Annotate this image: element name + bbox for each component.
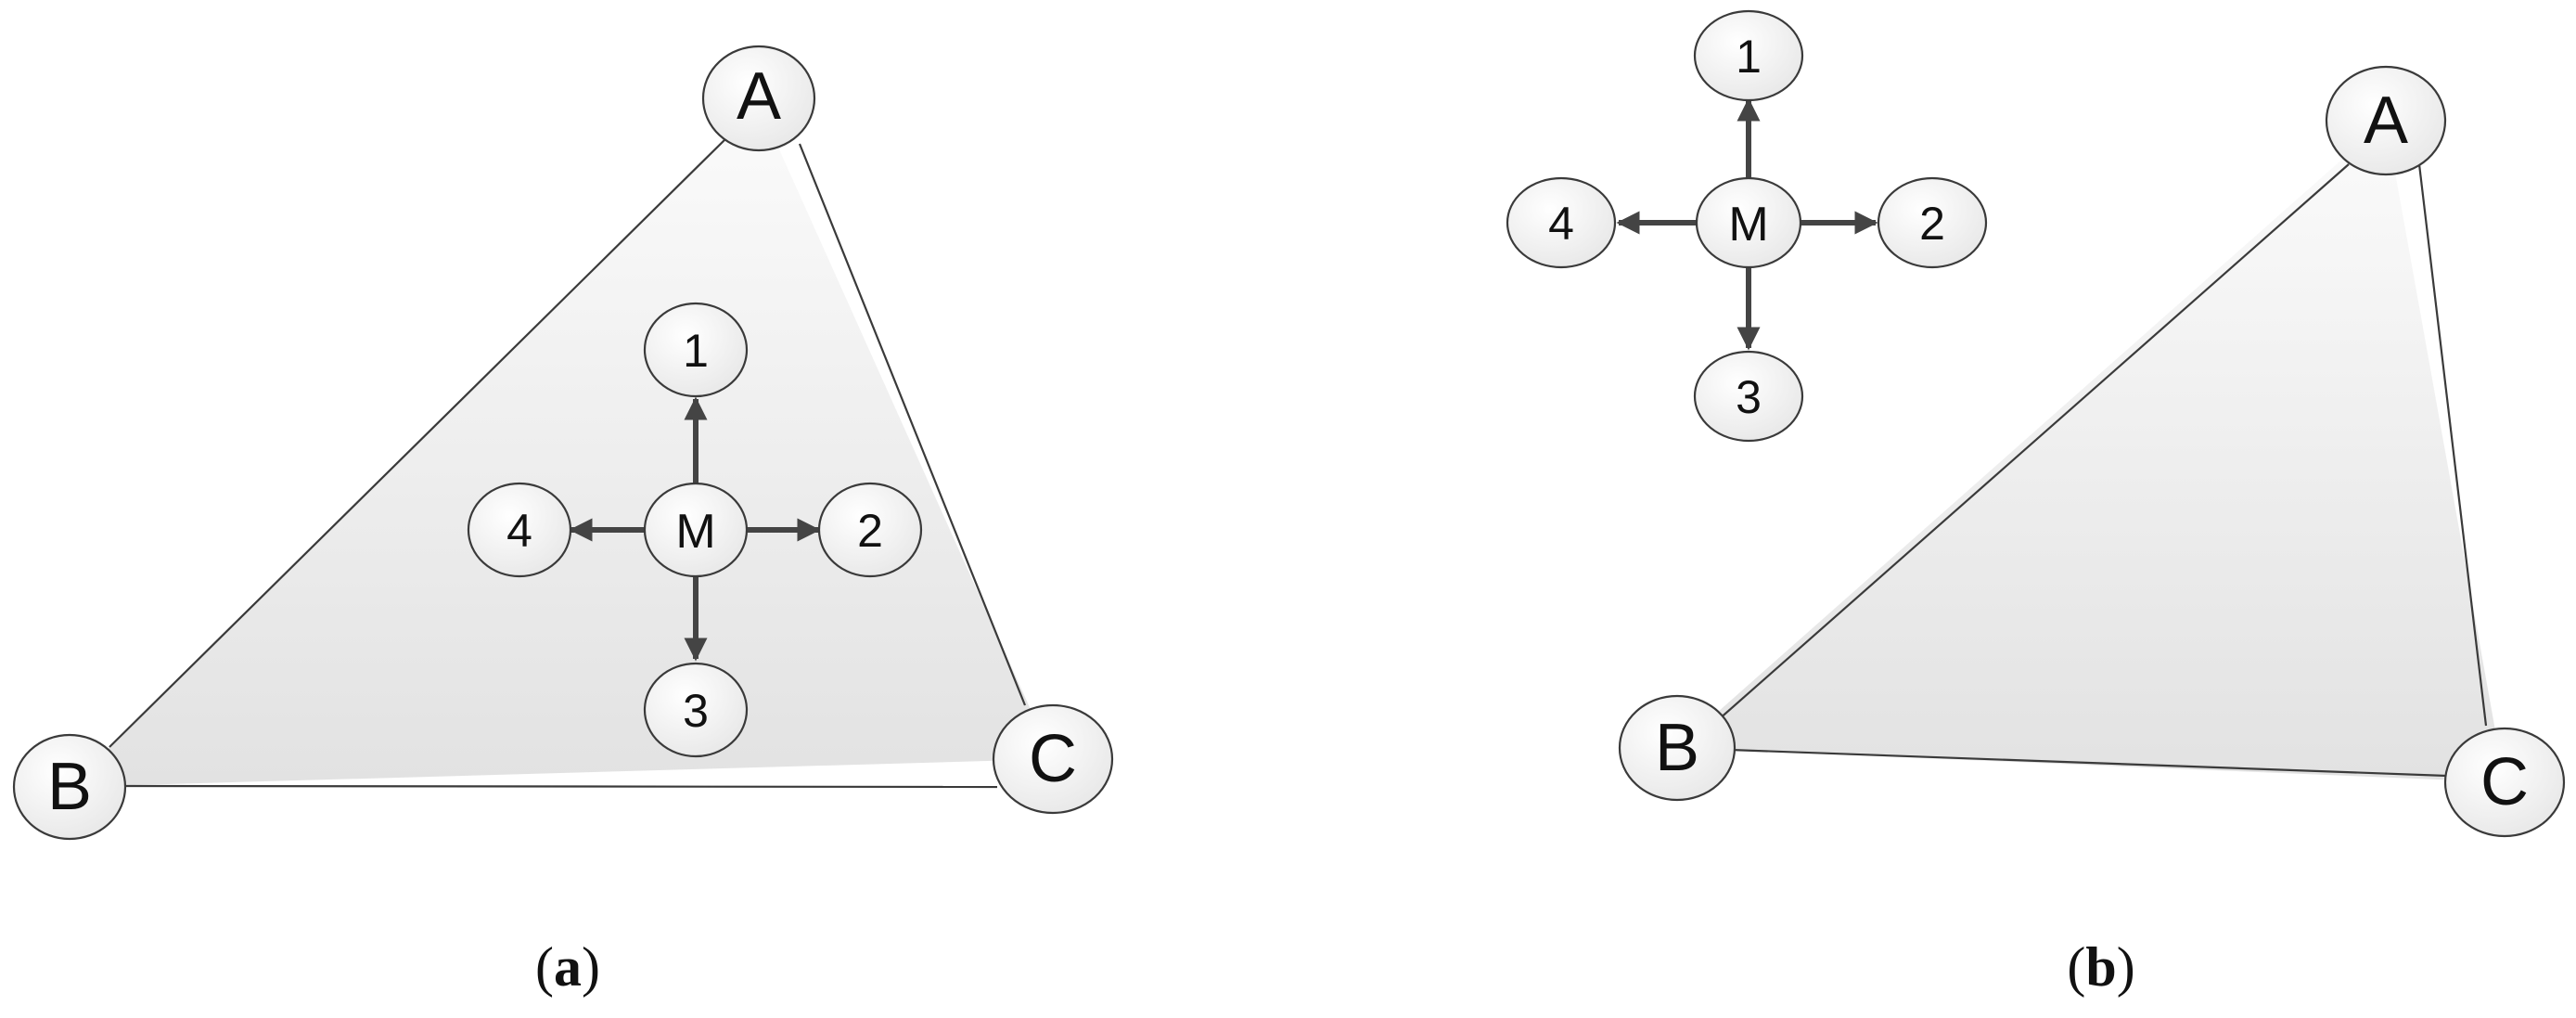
- caption-a-letter: a: [554, 936, 582, 998]
- edge-ab-b: [1717, 163, 2350, 721]
- caption-b-open: (: [2067, 936, 2085, 998]
- caption-b-letter: b: [2085, 936, 2116, 998]
- edge-ac-b: [2417, 163, 2488, 727]
- center-node-a: M: [643, 482, 749, 578]
- vertex-c-label-b: C: [2480, 745, 2529, 819]
- panel-a: A B C M 1 2 3 4 (a): [12, 45, 1114, 998]
- edge-bc-b: [1729, 748, 2448, 778]
- caption-a-close: ): [582, 936, 600, 998]
- direction-label-1-a: 1: [683, 325, 709, 377]
- direction-node-3-a: 3: [643, 662, 749, 758]
- edge-ac-a: [798, 143, 1027, 706]
- vertex-a-node-b: A: [2325, 65, 2447, 176]
- vertex-a-label-b: A: [2364, 84, 2408, 158]
- center-label-b: M: [1728, 198, 1768, 251]
- center-label-a: M: [675, 505, 715, 559]
- vertex-c-label: C: [1029, 722, 1077, 796]
- direction-node-1-b: 1: [1693, 9, 1804, 102]
- vertex-a-node: A: [701, 45, 816, 152]
- vertex-a-label: A: [737, 59, 781, 134]
- edge-ab-a: [109, 136, 728, 748]
- direction-label-3-b: 3: [1736, 371, 1762, 423]
- caption-a: (a): [535, 936, 600, 998]
- vertex-b-label-b: B: [1655, 711, 1699, 785]
- direction-label-3-a: 3: [683, 685, 709, 737]
- center-node-b: M: [1695, 176, 1802, 269]
- caption-b-close: ): [2117, 936, 2135, 998]
- direction-node-2-b: 2: [1877, 176, 1988, 269]
- vertex-c-node: C: [992, 703, 1114, 815]
- panel-b: A B C M 1 2 3 4 (b): [1506, 9, 2566, 998]
- vertex-b-label: B: [47, 750, 92, 824]
- direction-label-4-b: 4: [1548, 198, 1574, 250]
- triangle-a: [70, 104, 1053, 787]
- direction-label-4-a: 4: [506, 505, 532, 557]
- direction-label-2-a: 2: [857, 505, 883, 557]
- vertex-b-node-b: B: [1618, 694, 1737, 802]
- direction-node-2-a: 2: [817, 482, 923, 578]
- direction-node-3-b: 3: [1693, 350, 1804, 443]
- direction-node-4-b: 4: [1506, 176, 1617, 269]
- direction-node-1-a: 1: [643, 302, 749, 398]
- edge-bc-a: [122, 784, 998, 789]
- direction-node-4-a: 4: [467, 482, 572, 578]
- caption-b: (b): [2067, 936, 2134, 998]
- caption-a-open: (: [535, 936, 554, 998]
- direction-label-2-b: 2: [1919, 198, 1945, 250]
- vertex-b-node: B: [12, 733, 127, 841]
- triangle-b: [1677, 121, 2505, 782]
- vertex-c-node-b: C: [2443, 727, 2566, 838]
- direction-label-1-b: 1: [1736, 31, 1762, 83]
